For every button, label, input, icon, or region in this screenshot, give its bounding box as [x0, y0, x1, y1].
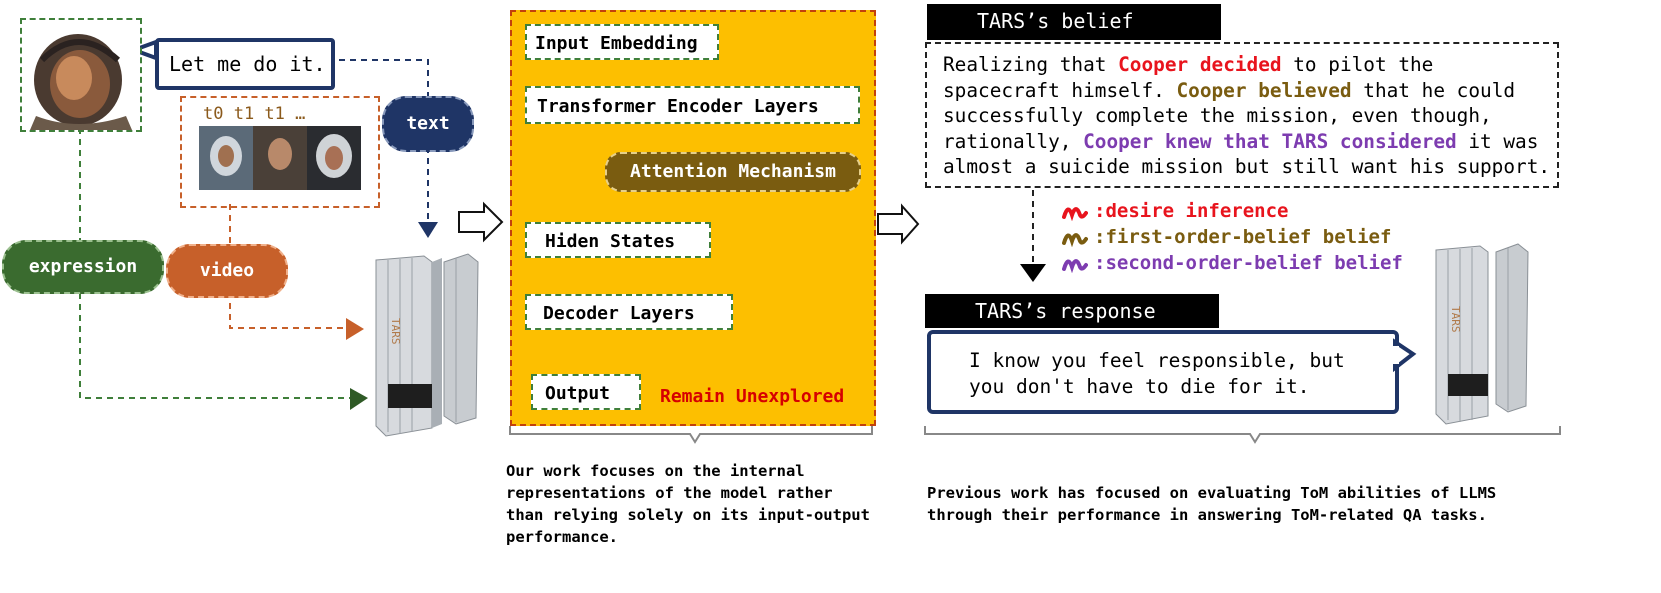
output-box: Output	[531, 374, 641, 410]
previous-work-caption: Previous work has focused on evaluating …	[927, 482, 1496, 526]
purple-squiggle-icon	[1062, 259, 1088, 273]
decoder-layers-box: Decoder Layers	[525, 294, 733, 330]
astronaut-frame	[20, 18, 142, 132]
model-internals-panel	[510, 10, 876, 426]
astronaut-portrait-icon	[22, 20, 140, 130]
frame-time-labels: t0 t1 t1 …	[203, 104, 306, 124]
video-frames-icon	[199, 126, 361, 190]
response-bubble-tail	[1393, 338, 1417, 373]
our-work-caption: Our work focuses on the internal represe…	[506, 460, 870, 548]
legend-first-order: :first-order-belief belief	[1062, 224, 1403, 250]
remain-unexplored-label: Remain Unexplored	[660, 386, 845, 407]
svg-text:TARS: TARS	[1449, 306, 1462, 333]
olive-squiggle-icon	[1062, 233, 1088, 247]
speech-bubble: Let me do it.	[155, 38, 335, 90]
video-pill: video	[166, 244, 288, 298]
caption-line: Previous work has focused on evaluating …	[927, 484, 1497, 502]
second-order-highlight: Cooper knew that TARS considered	[1083, 129, 1457, 153]
response-title: TARS’s response	[925, 294, 1219, 328]
highlight-legend: :desire inference :first-order-belief be…	[1062, 198, 1403, 276]
belief-text-box: Realizing that Cooper decided to pilot t…	[925, 42, 1559, 188]
response-bubble: I know you feel responsible, but you don…	[927, 330, 1399, 414]
legend-second-order: :second-order-belief belief	[1062, 250, 1403, 276]
belief-title: TARS’s belief	[927, 4, 1221, 40]
caption-line: through their performance in answering T…	[927, 506, 1487, 524]
video-frame-box	[180, 96, 380, 208]
tars-robot-right-icon: TARS	[1435, 243, 1529, 425]
attention-mechanism-pill: Attention Mechanism	[605, 152, 861, 192]
expression-pill: expression	[2, 240, 164, 294]
red-squiggle-icon	[1062, 207, 1088, 221]
desire-highlight: Cooper decided	[1118, 53, 1282, 76]
response-line: I know you feel responsible, but	[969, 349, 1345, 372]
caption-line: representations of the model rather	[506, 484, 833, 502]
caption-line: than relying solely on its input-output	[506, 506, 870, 524]
encoder-layers-box: Transformer Encoder Layers	[525, 86, 860, 124]
caption-line: Our work focuses on the internal	[506, 462, 805, 480]
tars-robot-icon: TARS	[375, 253, 479, 437]
legend-desire: :desire inference	[1062, 198, 1403, 224]
hidden-states-box: Hiden States	[525, 222, 711, 258]
caption-line: performance.	[506, 528, 618, 546]
input-embedding-box: Input Embedding	[525, 24, 719, 60]
svg-text:TARS: TARS	[389, 318, 402, 345]
text-pill: text	[382, 96, 474, 152]
first-order-highlight: Cooper believed	[1176, 78, 1352, 102]
response-line: you don't have to die for it.	[969, 374, 1310, 398]
